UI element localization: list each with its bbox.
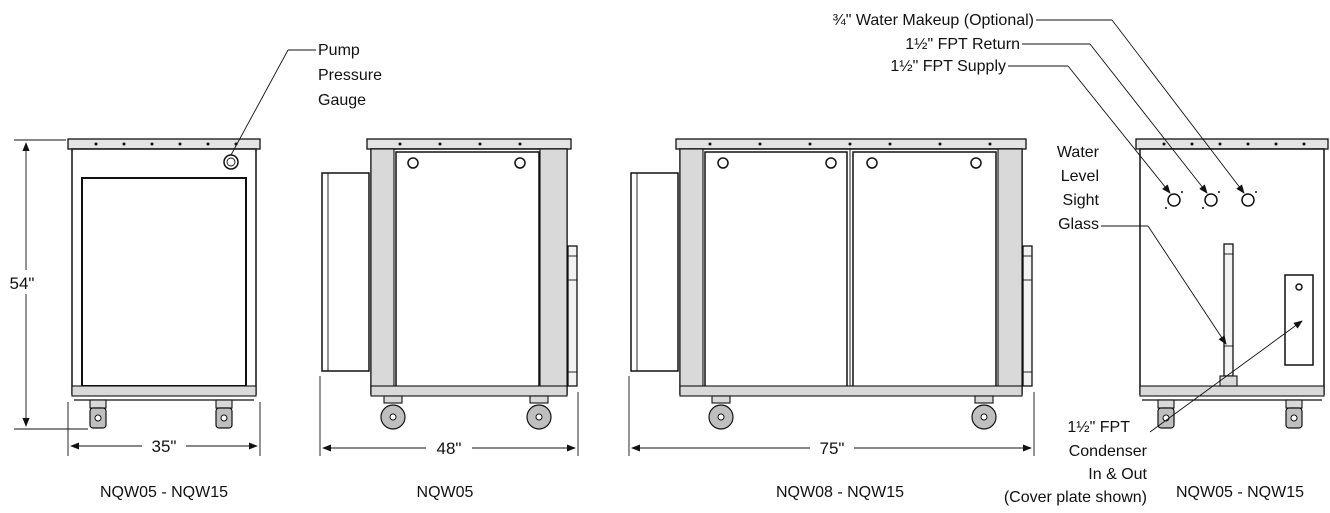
condenser-label-line-1: 1½" FPT bbox=[1067, 419, 1130, 436]
return-callout: 1½" FPT Return bbox=[905, 36, 1208, 194]
side-view-small bbox=[321, 138, 578, 430]
water-makeup-label: ¾" Water Makeup (Optional) bbox=[832, 12, 1034, 29]
condenser-label-line-3: In & Out bbox=[1088, 466, 1147, 483]
top-rivets-rear bbox=[1162, 142, 1306, 146]
rear-view bbox=[1135, 138, 1329, 429]
front-width-dimension: 35" bbox=[67, 402, 261, 456]
port-supply-icon bbox=[1165, 191, 1183, 209]
rear-view-caption: NQW05 - NQW15 bbox=[1176, 484, 1304, 501]
pump-gauge-label-line-1: Pump bbox=[318, 42, 360, 59]
caster-left-side-large-icon bbox=[708, 395, 734, 430]
caster-left-rear-icon bbox=[1157, 399, 1175, 429]
pump-gauge-callout: Pump Pressure Gauge bbox=[230, 42, 382, 156]
sight-glass-label-rest: Level Sight Glass bbox=[1058, 168, 1099, 233]
height-dimension: 54" bbox=[10, 139, 88, 430]
rear-sight-glass-icon bbox=[1219, 243, 1238, 387]
side-large-width-dimension: 75" bbox=[628, 376, 1035, 458]
sight-glass-label-line-3: Sight bbox=[1063, 192, 1100, 209]
side-small-width-dimension: 48" bbox=[319, 376, 579, 458]
sight-glass-label-line-1: Water bbox=[1057, 144, 1100, 161]
front-view-caption: NQW05 - NQW15 bbox=[100, 484, 228, 501]
sight-glass-label-line-2: Level bbox=[1061, 168, 1099, 185]
sight-glass-callout: Water bbox=[1057, 144, 1227, 345]
side-large-caption: NQW08 - NQW15 bbox=[776, 484, 904, 501]
pump-gauge-icon bbox=[223, 154, 239, 170]
caster-left-icon bbox=[89, 399, 107, 429]
caster-right-side-small-icon bbox=[526, 395, 552, 430]
side-view-large bbox=[630, 138, 1033, 430]
pump-gauge-label-line-2: Pressure bbox=[318, 67, 382, 84]
height-dimension-label: 54" bbox=[10, 274, 35, 293]
side-small-width-label: 48" bbox=[437, 439, 462, 458]
return-label: 1½" FPT Return bbox=[905, 36, 1020, 53]
supply-label: 1½" FPT Supply bbox=[890, 58, 1006, 75]
water-makeup-callout: ¾" Water Makeup (Optional) bbox=[832, 12, 1245, 194]
sight-glass-tube-small-icon bbox=[567, 245, 578, 387]
condenser-callout: 1½" FPT Condenser In & Out (Cover plate … bbox=[1004, 320, 1303, 506]
caster-right-side-large-icon bbox=[971, 395, 997, 430]
port-return-icon bbox=[1202, 191, 1220, 209]
caster-right-icon bbox=[215, 399, 233, 429]
top-rivets-side-small bbox=[398, 142, 522, 146]
port-water-makeup-icon bbox=[1241, 191, 1257, 207]
caster-right-rear-icon bbox=[1285, 399, 1303, 429]
condenser-label-line-4: (Cover plate shown) bbox=[1004, 489, 1147, 506]
condenser-cover-plate bbox=[1284, 274, 1314, 366]
caster-left-side-small-icon bbox=[380, 395, 406, 430]
side-small-caption: NQW05 bbox=[417, 484, 474, 501]
side-large-width-label: 75" bbox=[820, 439, 845, 458]
supply-callout: 1½" FPT Supply bbox=[890, 58, 1171, 194]
front-width-label: 35" bbox=[152, 437, 177, 456]
sight-glass-tube-large-icon bbox=[1022, 245, 1033, 387]
sight-glass-label-line-4: Glass bbox=[1058, 216, 1099, 233]
top-rivets-side-large bbox=[708, 142, 992, 146]
pump-gauge-label-line-3: Gauge bbox=[318, 92, 366, 109]
front-view bbox=[67, 138, 261, 429]
condenser-label-line-2: Condenser bbox=[1069, 443, 1148, 460]
